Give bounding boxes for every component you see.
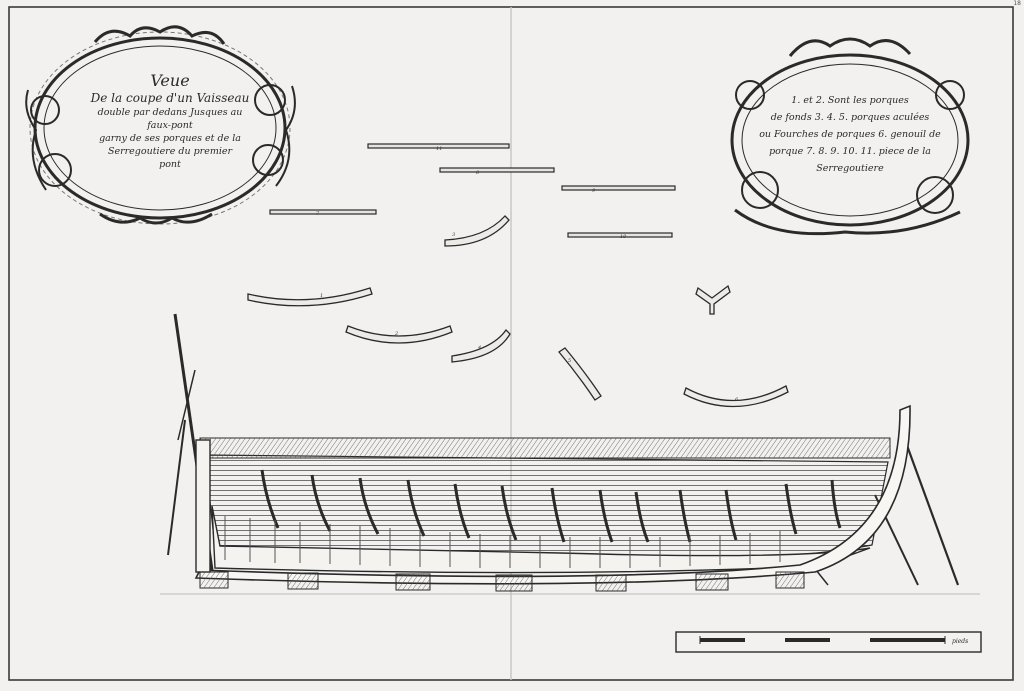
- title-line-6: Serregoutiere du premier: [107, 146, 233, 157]
- title-line-4: faux-pont: [147, 120, 193, 131]
- scale-bar: [675, 631, 982, 653]
- fourche-de-porque: [695, 284, 731, 315]
- part-number-label: 2: [395, 331, 399, 337]
- title-line-2: De la coupe d'un Vaisseau: [90, 91, 250, 105]
- porque-de-fonds: [683, 385, 789, 408]
- porque-aculee: [451, 328, 511, 363]
- curved-timbers: [247, 215, 789, 408]
- porque-de-fonds: [247, 287, 373, 307]
- plank-serregoutiere: [439, 167, 555, 173]
- title-line-7: pont: [159, 159, 181, 170]
- legend-cartouche-text: 1. et 2. Sont les porques de fonds 3. 4.…: [752, 92, 948, 177]
- part-number-label: 6: [735, 397, 739, 403]
- title-line-3: double par dedans Jusques au: [97, 107, 243, 118]
- part-number-label: 8: [476, 170, 480, 176]
- scale-label: pieds: [952, 638, 968, 645]
- plank-serregoutiere: [561, 185, 676, 191]
- part-number-label: 11: [436, 146, 443, 152]
- title-cartouche-frame: [25, 25, 296, 225]
- part-number-label: 5: [568, 358, 572, 364]
- part-number-label: 1: [320, 293, 324, 299]
- page-number: 18: [1013, 0, 1021, 7]
- plank-serregoutiere: [269, 209, 377, 215]
- part-number-label: 10: [620, 234, 627, 240]
- title-line-1: Veue: [150, 71, 190, 90]
- part-number-label: 4: [478, 345, 482, 351]
- legend-line-3: ou Fourches de porques 6. genouil de: [759, 129, 941, 140]
- legend-cartouche-frame: [730, 37, 970, 236]
- porque-de-fonds: [345, 325, 453, 344]
- timber-planks: [269, 143, 676, 238]
- porque-aculee: [444, 215, 510, 247]
- title-cartouche-text: Veue De la coupe d'un Vaisseau double pa…: [70, 72, 270, 171]
- legend-line-1: 1. et 2. Sont les porques: [791, 95, 909, 106]
- legend-line-4: porque 7. 8. 9. 10. 11. piece de la: [769, 146, 931, 157]
- legend-line-2: de fonds 3. 4. 5. porques aculées: [770, 112, 930, 123]
- title-line-5: garny de ses porques et de la: [99, 133, 241, 144]
- legend-line-5: Serregoutiere: [816, 163, 884, 174]
- plank-serregoutiere: [367, 143, 510, 149]
- plank-serregoutiere: [567, 232, 673, 238]
- ship-hull-section: [160, 313, 980, 595]
- part-number-label: 3: [452, 232, 456, 238]
- part-number-label: 9: [592, 188, 596, 194]
- part-number-label: 7: [316, 211, 320, 217]
- genouil-de-porque: [558, 347, 602, 401]
